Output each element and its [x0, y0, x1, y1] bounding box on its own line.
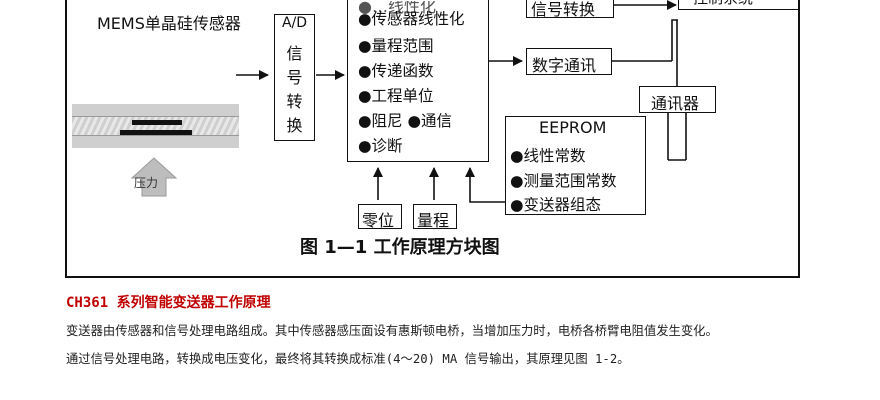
range-box: 量程	[413, 204, 457, 230]
sensor-drawing	[72, 104, 239, 148]
pressure-arrow	[130, 157, 178, 197]
sensor-chip-bottom	[120, 130, 192, 135]
processor-item-6: ●诊断	[358, 137, 403, 155]
eeprom-title: EEPROM	[539, 118, 607, 137]
arrow-eeprom	[465, 167, 505, 203]
diagram-frame	[65, 0, 800, 278]
section-heading: CH361 系列智能变送器工作原理	[66, 295, 271, 311]
communicator-label: 通讯器	[651, 94, 700, 113]
processor-item-1: ●传感器线性化	[358, 10, 465, 28]
processor-item-5: ●阻尼 ●通信	[358, 112, 452, 130]
digital-comm-box: 数字通讯	[526, 48, 612, 75]
signal-convert-box: 信号转换	[526, 0, 614, 19]
control-system-label: 控制系统	[693, 0, 753, 8]
processor-item-3: ●传递函数	[358, 62, 434, 80]
ad-char-2: 号	[286, 68, 303, 87]
processor-box: ●…线性化 ●传感器线性化 ●量程范围 ●传递函数 ●工程单位 ●阻尼 ●通信 …	[347, 0, 489, 162]
range-label: 量程	[417, 211, 450, 230]
eeprom-item-3: ●变送器组态	[510, 196, 602, 214]
processor-item-2: ●量程范围	[358, 37, 434, 55]
digital-comm-label: 数字通讯	[532, 56, 597, 75]
processor-partial-item: ●…线性化	[358, 0, 436, 16]
ad-char-3: 转	[286, 92, 303, 111]
sensor-chip-top	[132, 120, 182, 125]
paragraph-line-2: 通过信号处理电路，转换成电压变化，最终将其转换成标准(4～20) MA 信号输出…	[66, 352, 630, 366]
eeprom-box: EEPROM ●线性常数 ●测量范围常数 ●变送器组态	[505, 116, 646, 215]
processor-item-4: ●工程单位	[358, 87, 434, 105]
zero-label: 零位	[362, 211, 395, 230]
eeprom-item-1: ●线性常数	[510, 147, 586, 165]
ad-converter-box: A/D 信 号 转 换	[274, 14, 315, 141]
line-bus-up	[671, 19, 678, 61]
control-system-box: 控制系统	[678, 0, 798, 10]
ad-label: A/D	[281, 15, 308, 31]
figure-caption: 图 1—1 工作原理方块图	[300, 237, 500, 258]
mems-sensor-label: MEMS单晶硅传感器	[97, 14, 241, 33]
zero-box: 零位	[358, 204, 402, 230]
signal-convert-label: 信号转换	[531, 0, 596, 19]
ad-char-1: 信	[286, 44, 303, 63]
communicator-box: 通讯器	[639, 86, 716, 113]
pressure-label: 压力	[134, 176, 159, 190]
ad-char-4: 换	[286, 116, 303, 135]
sensor-hatched-layer	[72, 116, 239, 136]
eeprom-item-2: ●测量范围常数	[510, 172, 617, 190]
paragraph-line-1: 变送器由传感器和信号处理电路组成。其中传感器感压面设有惠斯顿电桥，当增加压力时，…	[66, 324, 718, 338]
